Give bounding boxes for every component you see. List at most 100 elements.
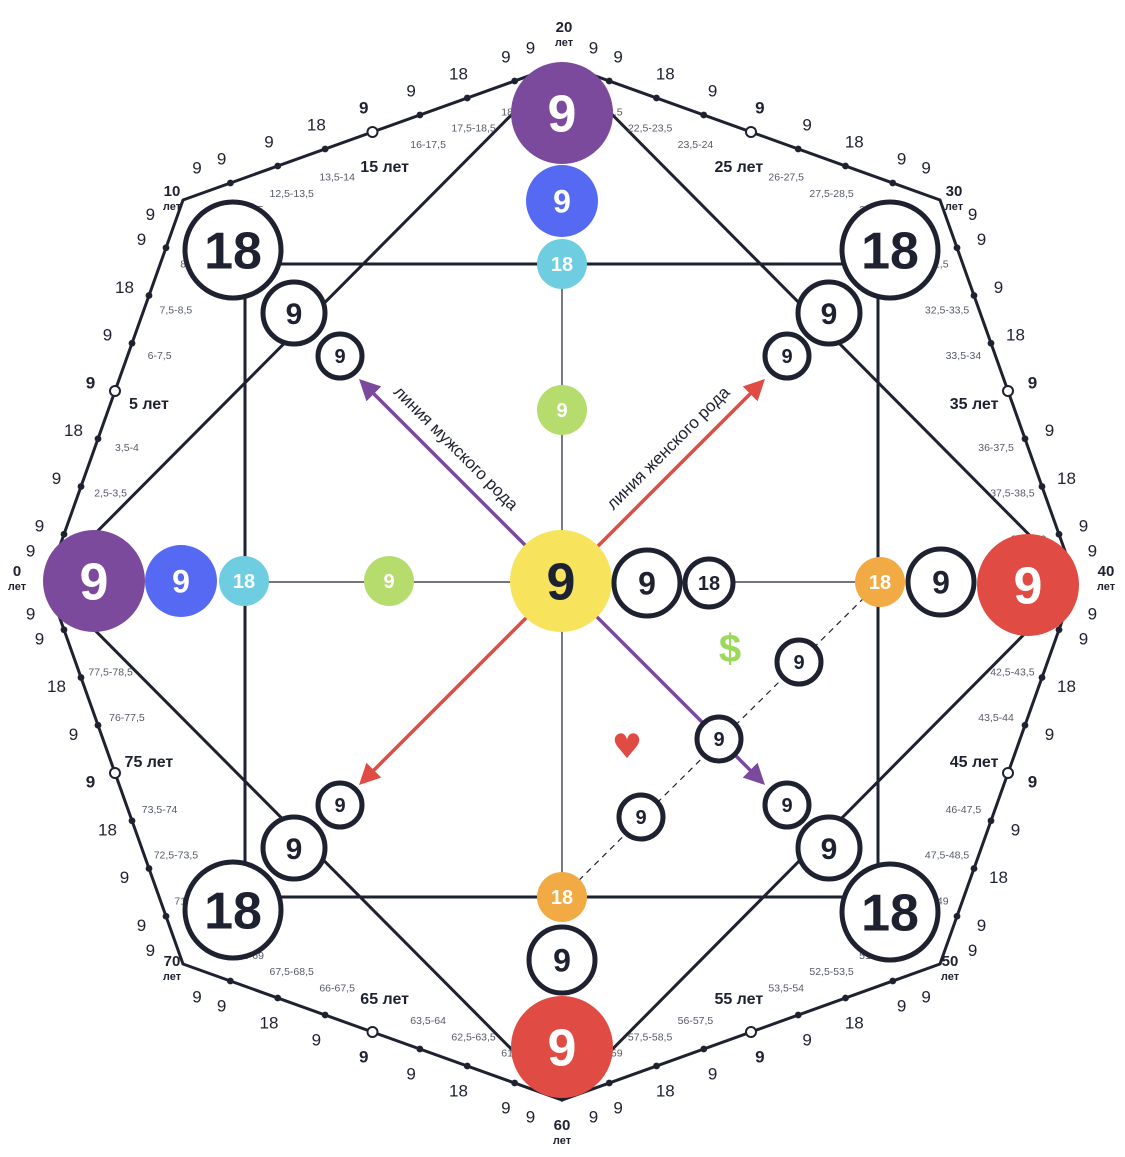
main-circle-right-value: 9 xyxy=(1014,558,1043,616)
outer-age-number: 9 xyxy=(264,133,273,152)
vertex-unit: лет xyxy=(553,1135,572,1147)
outer-age-number: 18 xyxy=(1057,469,1076,488)
main-circle-right: 9 xyxy=(977,534,1079,636)
circle-br-mid: 9 xyxy=(795,814,863,882)
heart-icon: ♥ xyxy=(612,727,642,767)
corner-circle-br-shape xyxy=(839,861,941,963)
outer-age-number: 9 xyxy=(613,48,622,67)
main-circle-left-value: 9 xyxy=(80,554,109,612)
age-range-label: 72,5-73,5 xyxy=(154,850,199,862)
age-range-label: 37,5-38,5 xyxy=(990,488,1035,500)
age-range-label: 7,5-8,5 xyxy=(160,304,193,316)
circle-right-orange: 18 xyxy=(855,557,905,607)
dollar-icon: $ xyxy=(719,627,741,671)
outer-age-number: 9 xyxy=(977,916,986,935)
circle-tl-mid-shape xyxy=(260,279,328,347)
outer-age-number: 9 xyxy=(359,1047,368,1066)
main-circle-left-shape xyxy=(43,530,145,632)
age-tick-dot xyxy=(653,94,660,102)
circle-br-small-value: 9 xyxy=(781,795,792,817)
corner-circle-tr: 18 xyxy=(839,199,941,301)
circle-dashed-1: 9 xyxy=(774,637,824,687)
outer-age-number: 9 xyxy=(977,230,986,249)
corner-circle-tl-value: 18 xyxy=(204,223,262,281)
outer-age-number: 9 xyxy=(897,150,906,169)
age-tick-dot xyxy=(605,1079,613,1087)
age-range-label: 76-77,5 xyxy=(109,712,145,724)
age-marker-dot xyxy=(109,385,121,397)
age-tick-dot xyxy=(889,977,897,985)
age-range-label: 32,5-33,5 xyxy=(925,304,970,316)
outer-age-number: 9 xyxy=(359,99,368,118)
age-range-label: 12,5-13,5 xyxy=(269,188,314,200)
outer-age-number: 9 xyxy=(217,996,226,1015)
age-tick-dot xyxy=(226,179,234,187)
age-tick-dot xyxy=(605,77,613,85)
outer-age-number: 9 xyxy=(86,773,95,792)
age-range-label: 2,5-3,5 xyxy=(94,488,127,500)
circle-bottom-white-value: 9 xyxy=(553,943,571,979)
age-tick-dot xyxy=(463,94,471,102)
age-range-label: 13,5-14 xyxy=(319,172,355,184)
vertex-unit: лет xyxy=(945,201,964,213)
main-circle-bottom-shape xyxy=(511,996,613,1098)
circle-right-orange-shape xyxy=(855,557,905,607)
circle-bottom-orange-value: 18 xyxy=(551,887,573,909)
center-circle-value: 9 xyxy=(547,554,576,612)
age-marker-dot xyxy=(1002,385,1014,397)
outer-age-number: 18 xyxy=(845,1013,864,1032)
circle-top-blue: 9 xyxy=(526,165,598,237)
outer-age-number: 9 xyxy=(406,1064,415,1083)
age-tick-dot xyxy=(128,339,136,347)
age-marker-dot xyxy=(745,1026,757,1038)
main-circle-top-value: 9 xyxy=(548,86,577,144)
outer-age-number: 9 xyxy=(52,469,61,488)
age-marker-label: 55 лет xyxy=(714,991,763,1008)
circle-dashed-2-value: 9 xyxy=(713,729,724,751)
circle-top-blue-shape xyxy=(526,165,598,237)
outer-age-number: 9 xyxy=(589,39,598,58)
circle-dashed-2: 9 xyxy=(694,714,744,764)
inner-diamond xyxy=(44,61,1079,1103)
outer-age-number: 9 xyxy=(103,326,112,345)
age-range-label: 52,5-53,5 xyxy=(809,966,854,978)
outer-age-number: 9 xyxy=(1028,373,1037,392)
circle-tl-small-shape xyxy=(315,331,365,381)
corner-circle-tl: 18 xyxy=(182,199,284,301)
outer-age-number: 18 xyxy=(98,820,117,839)
main-circle-top-shape xyxy=(511,62,613,164)
vertex-age: 20 xyxy=(556,19,573,36)
circle-bl-small-shape xyxy=(315,780,365,830)
circle-right-c-shape xyxy=(905,546,977,618)
outer-age-number: 18 xyxy=(656,65,675,84)
main-circle-bottom: 9 xyxy=(511,996,613,1098)
outer-age-number: 9 xyxy=(802,116,811,135)
vertex-unit: лет xyxy=(163,971,182,983)
vertex-age: 30 xyxy=(946,183,963,200)
vertex-unit: лет xyxy=(941,971,960,983)
age-range-label: 66-67,5 xyxy=(319,982,355,994)
age-range-label: 46-47,5 xyxy=(946,804,982,816)
age-tick-dot xyxy=(463,1062,471,1070)
age-tick-dot xyxy=(274,162,282,170)
outer-age-number: 9 xyxy=(146,205,155,224)
age-marker-dot xyxy=(109,767,121,779)
age-range-label: 43,5-44 xyxy=(978,712,1014,724)
age-marker-label: 15 лет xyxy=(360,159,409,176)
age-tick-dot xyxy=(1055,626,1063,634)
vertex-age: 60 xyxy=(554,1117,571,1134)
circle-bottom-orange: 18 xyxy=(537,872,587,922)
outer-age-number: 9 xyxy=(1079,517,1088,536)
outer-age-number: 9 xyxy=(1045,421,1054,440)
age-tick-dot xyxy=(145,865,153,872)
age-marker-dot xyxy=(366,1026,379,1038)
outer-age-number: 9 xyxy=(35,517,44,536)
circle-right-c: 9 xyxy=(905,546,977,618)
outer-age-number: 9 xyxy=(526,39,535,58)
outer-age-number: 9 xyxy=(968,205,977,224)
circle-bl-small-value: 9 xyxy=(334,795,345,817)
circle-bottom-white-shape xyxy=(526,924,598,996)
vertex-age: 0 xyxy=(13,563,21,580)
